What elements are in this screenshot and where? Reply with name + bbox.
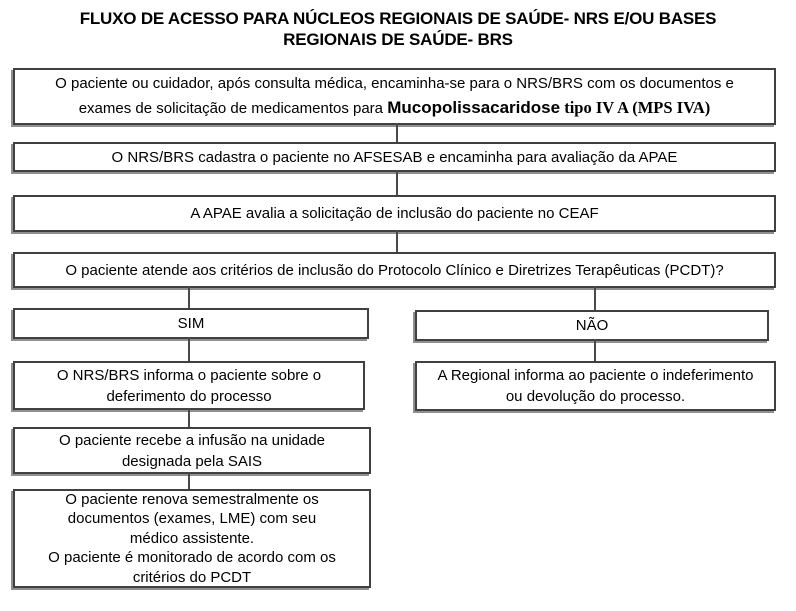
flow-box-rejection-notice-text: A Regional informa ao paciente o indefer… [437,367,754,405]
decision-no-label: NÃO [575,317,609,334]
flow-box-apae-evaluation-text: A APAE avalia a solicitação de inclusão … [190,205,599,222]
connector-deferment-infusion [188,408,190,427]
flow-box-decision-yes: SIM [13,308,369,339]
connector-sim-deferment [188,337,190,361]
flow-box-decision-no: NÃO [415,310,769,341]
flow-box-renewal-monitoring: O paciente renova semestralmente os docu… [13,489,371,588]
connector-nao-rejection [594,339,596,361]
flow-box-patient-referral: O paciente ou cuidador, após consulta mé… [13,68,776,125]
connector-step2-step3 [396,170,398,195]
flow-box-infusion: O paciente recebe a infusão na unidade d… [13,427,371,474]
flow-box-renewal-monitoring-text: O paciente renova semestralmente os docu… [48,490,336,586]
connector-infusion-renewal [188,472,190,489]
flow-box-deferment-notice-text: O NRS/BRS informa o paciente sobre o def… [56,366,322,405]
flow-box-patient-referral-text: O paciente ou cuidador, após consulta mé… [21,72,768,121]
step1-disease-code: tipo IV A (MPS IVA) [560,98,711,117]
flow-box-pcdt-criteria-question: O paciente atende aos critérios de inclu… [13,252,776,288]
flow-box-deferment-notice: O NRS/BRS informa o paciente sobre o def… [13,361,365,410]
flow-box-pcdt-criteria-question-text: O paciente atende aos critérios de inclu… [65,261,724,279]
connector-step1-step2 [396,123,398,142]
flow-box-registration-text: O NRS/BRS cadastra o paciente no AFSESAB… [111,148,678,166]
flowchart-title-line2: REGIONAIS DE SAÚDE- BRS [283,30,513,49]
flowchart-title: FLUXO DE ACESSO PARA NÚCLEOS REGIONAIS D… [0,8,796,50]
connector-step4-nao [594,286,596,310]
step1-text: O paciente ou cuidador, após consulta mé… [55,75,734,117]
connector-step4-sim [188,286,190,308]
decision-yes-label: SIM [177,315,205,332]
flow-box-registration: O NRS/BRS cadastra o paciente no AFSESAB… [13,142,776,172]
step1-disease-name: Mucopolissacaridose [387,98,561,117]
flow-box-apae-evaluation: A APAE avalia a solicitação de inclusão … [13,195,776,232]
flowchart-title-line1: FLUXO DE ACESSO PARA NÚCLEOS REGIONAIS D… [79,9,717,28]
flow-box-rejection-notice: A Regional informa ao paciente o indefer… [415,361,776,411]
flow-box-infusion-text: O paciente recebe a infusão na unidade d… [58,431,326,470]
connector-step3-step4 [396,230,398,252]
